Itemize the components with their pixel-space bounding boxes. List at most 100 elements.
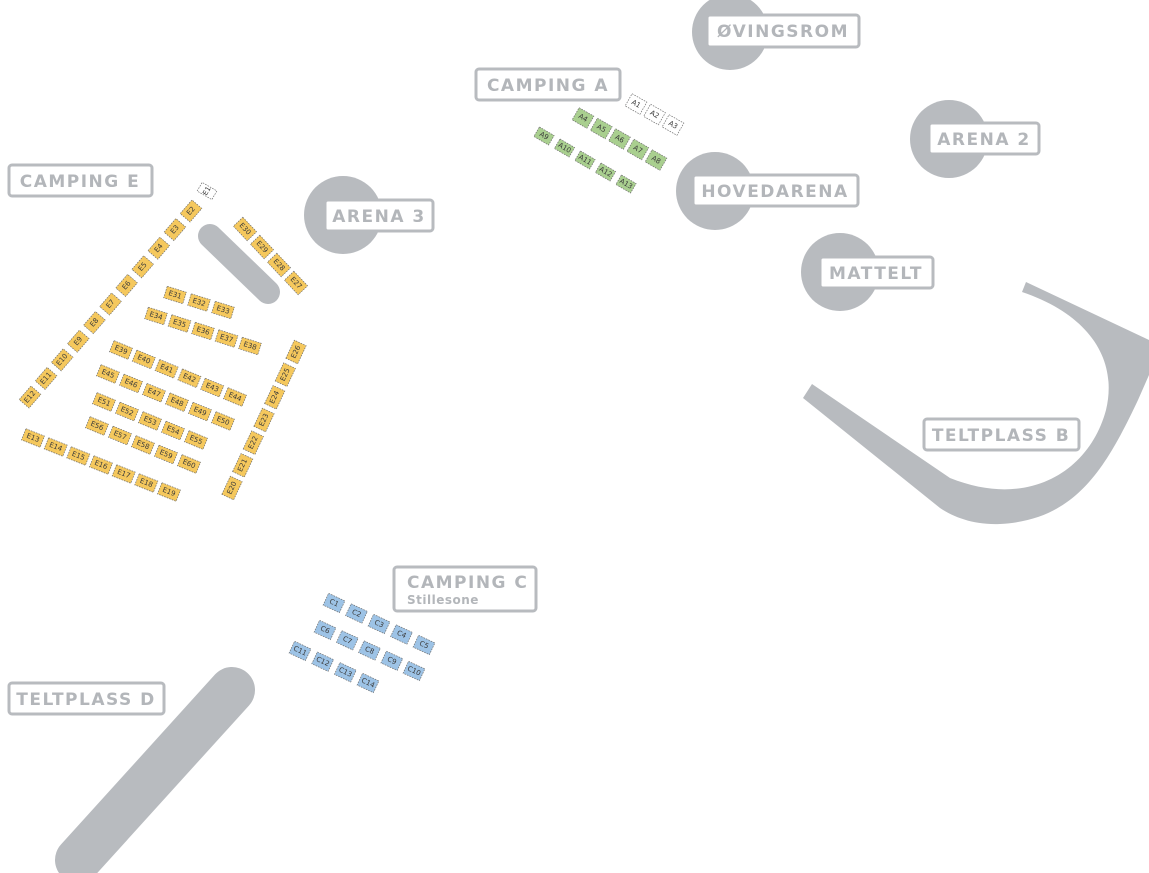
camping-spot-e26[interactable]: E26 bbox=[285, 339, 307, 365]
camping-spot-e29[interactable]: E29 bbox=[249, 234, 275, 260]
camping-spot-e11[interactable]: E11 bbox=[34, 366, 58, 390]
camping-spot-e1[interactable]: E1 bbox=[196, 181, 218, 201]
camping-spot-c5[interactable]: C5 bbox=[412, 634, 436, 656]
camping-spot-e15[interactable]: E15 bbox=[66, 446, 91, 466]
camping-spot-label: C7 bbox=[341, 635, 353, 646]
camping-spot-e25[interactable]: E25 bbox=[274, 362, 296, 387]
camping-c-subtitle: Stillesone bbox=[407, 593, 479, 607]
camping-spot-e30[interactable]: E30 bbox=[232, 216, 258, 242]
teltplass-b-area bbox=[803, 282, 1149, 525]
camping-spot-e13[interactable]: E13 bbox=[21, 428, 45, 448]
camping-spot-a6[interactable]: A6 bbox=[608, 128, 631, 150]
camping-spot-c1[interactable]: C1 bbox=[322, 592, 346, 614]
camping-spot-c9[interactable]: C9 bbox=[380, 650, 404, 671]
camping-spot-label: C2 bbox=[351, 608, 363, 619]
camping-spot-e41[interactable]: E41 bbox=[154, 358, 179, 379]
camping-spot-e24[interactable]: E24 bbox=[264, 385, 286, 410]
camping-spot-a8[interactable]: A8 bbox=[644, 149, 668, 171]
camping-spot-e33[interactable]: E33 bbox=[211, 300, 235, 320]
camping-spot-c4[interactable]: C4 bbox=[390, 624, 413, 645]
camping-spot-e36[interactable]: E36 bbox=[191, 321, 215, 341]
camping-spot-e44[interactable]: E44 bbox=[223, 387, 247, 407]
camping-spot-a13[interactable]: A13 bbox=[615, 174, 637, 194]
camping-spot-e42[interactable]: E42 bbox=[177, 368, 202, 389]
camping-spot-e22[interactable]: E22 bbox=[242, 430, 264, 455]
camping-spot-label: E36 bbox=[195, 325, 211, 337]
camping-spot-e3[interactable]: E3 bbox=[163, 218, 187, 242]
camping-spot-e4[interactable]: E4 bbox=[147, 236, 171, 260]
camping-spot-a11[interactable]: A11 bbox=[574, 150, 596, 170]
camping-spot-e52[interactable]: E52 bbox=[115, 401, 139, 422]
camping-spot-e28[interactable]: E28 bbox=[266, 252, 292, 278]
camping-spot-c11[interactable]: C11 bbox=[288, 640, 312, 662]
camping-spot-e31[interactable]: E31 bbox=[163, 285, 187, 305]
label-arena-3: ARENA 3 bbox=[323, 198, 435, 233]
camping-spot-e19[interactable]: E19 bbox=[157, 482, 181, 502]
camping-spot-a4[interactable]: A4 bbox=[571, 107, 595, 129]
camping-spot-c10[interactable]: C10 bbox=[402, 660, 426, 682]
camping-spot-e2[interactable]: E2 bbox=[179, 199, 203, 223]
camping-spot-c8[interactable]: C8 bbox=[358, 640, 381, 661]
camping-spot-c13[interactable]: C13 bbox=[333, 662, 357, 683]
camping-spot-e37[interactable]: E37 bbox=[214, 329, 239, 348]
camping-spot-e32[interactable]: E32 bbox=[187, 293, 211, 312]
camping-spot-a5[interactable]: A5 bbox=[589, 117, 613, 140]
camping-spot-e5[interactable]: E5 bbox=[131, 255, 154, 279]
camping-spot-e51[interactable]: E51 bbox=[92, 392, 116, 412]
camping-spot-a9[interactable]: A9 bbox=[533, 126, 555, 146]
camping-spot-label: A3 bbox=[667, 119, 679, 131]
camping-spot-a1[interactable]: A1 bbox=[624, 93, 648, 115]
camping-spot-e21[interactable]: E21 bbox=[232, 453, 254, 478]
camping-spot-a7[interactable]: A7 bbox=[626, 138, 650, 161]
camping-spot-e60[interactable]: E60 bbox=[177, 454, 201, 474]
camping-spot-a2[interactable]: A2 bbox=[643, 103, 666, 126]
camping-spot-e38[interactable]: E38 bbox=[238, 336, 262, 356]
camping-spot-label: E38 bbox=[242, 340, 257, 352]
camping-spot-c14[interactable]: C14 bbox=[356, 672, 380, 694]
camping-spot-e43[interactable]: E43 bbox=[200, 377, 225, 398]
camping-spot-e35[interactable]: E35 bbox=[167, 314, 192, 333]
camping-spot-e10[interactable]: E10 bbox=[50, 348, 74, 372]
camping-spot-e16[interactable]: E16 bbox=[89, 455, 113, 475]
camping-spot-e6[interactable]: E6 bbox=[115, 273, 138, 297]
camping-spot-e20[interactable]: E20 bbox=[221, 475, 243, 501]
camping-spot-c2[interactable]: C2 bbox=[345, 603, 368, 624]
camping-spot-e8[interactable]: E8 bbox=[83, 311, 106, 335]
camping-spot-label: A7 bbox=[632, 144, 644, 156]
camping-spot-e27[interactable]: E27 bbox=[283, 270, 309, 296]
camping-spot-e34[interactable]: E34 bbox=[144, 306, 168, 326]
camping-spot-e12[interactable]: E12 bbox=[18, 385, 42, 409]
camping-spot-e7[interactable]: E7 bbox=[99, 292, 122, 316]
camping-spot-e55[interactable]: E55 bbox=[184, 430, 208, 450]
camping-spot-label: E1 bbox=[201, 185, 212, 197]
camping-spot-a3[interactable]: A3 bbox=[661, 114, 685, 136]
camping-spot-label: C4 bbox=[396, 629, 408, 640]
camping-spot-e58[interactable]: E58 bbox=[131, 435, 155, 455]
camping-spot-e14[interactable]: E14 bbox=[43, 437, 68, 457]
camping-spot-e45[interactable]: E45 bbox=[96, 364, 120, 384]
camping-spot-c3[interactable]: C3 bbox=[367, 613, 391, 635]
camping-spot-c7[interactable]: C7 bbox=[335, 630, 359, 651]
camping-spot-e47[interactable]: E47 bbox=[142, 383, 166, 403]
camping-spot-e40[interactable]: E40 bbox=[131, 349, 156, 370]
camping-spot-e9[interactable]: E9 bbox=[67, 329, 90, 353]
camping-spot-e49[interactable]: E49 bbox=[188, 401, 212, 422]
camping-spot-e59[interactable]: E59 bbox=[154, 444, 178, 465]
camping-spot-e46[interactable]: E46 bbox=[119, 373, 143, 394]
camping-spot-e39[interactable]: E39 bbox=[109, 340, 133, 360]
camping-spot-label: A4 bbox=[577, 112, 589, 124]
camping-spot-e18[interactable]: E18 bbox=[134, 473, 159, 493]
camping-spot-c6[interactable]: C6 bbox=[313, 619, 337, 641]
camping-spot-e17[interactable]: E17 bbox=[111, 464, 136, 484]
camping-spot-e57[interactable]: E57 bbox=[108, 425, 132, 446]
camping-spot-e53[interactable]: E53 bbox=[138, 411, 162, 431]
camping-spot-e48[interactable]: E48 bbox=[165, 392, 189, 412]
camping-spot-e54[interactable]: E54 bbox=[161, 420, 185, 441]
camping-spot-c12[interactable]: C12 bbox=[311, 651, 335, 672]
camping-spot-e56[interactable]: E56 bbox=[85, 416, 109, 436]
camping-spot-label: E37 bbox=[219, 333, 234, 345]
camping-spot-a12[interactable]: A12 bbox=[594, 162, 617, 182]
camping-spot-e23[interactable]: E23 bbox=[253, 407, 275, 433]
camping-spot-e50[interactable]: E50 bbox=[211, 411, 235, 431]
camping-spot-a10[interactable]: A10 bbox=[553, 138, 576, 158]
